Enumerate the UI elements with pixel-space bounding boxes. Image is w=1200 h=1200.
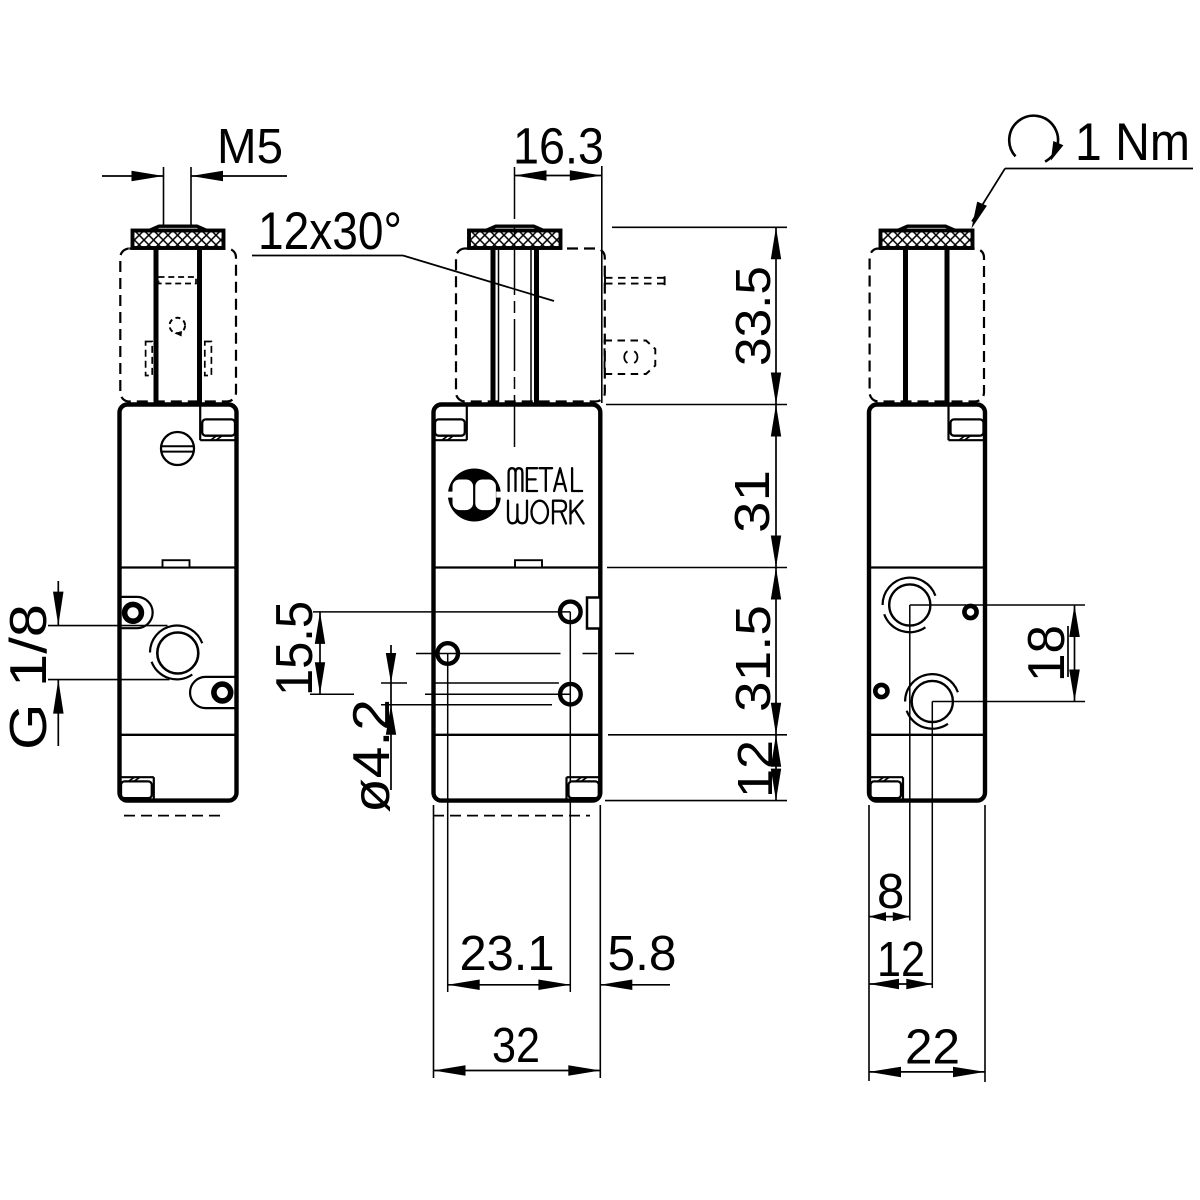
svg-text:31: 31: [726, 470, 780, 533]
svg-text:M5: M5: [217, 120, 283, 174]
svg-text:12x30°: 12x30°: [258, 202, 402, 261]
svg-text:23.1: 23.1: [460, 927, 555, 981]
svg-text:5.8: 5.8: [608, 927, 677, 981]
svg-text:33.5: 33.5: [727, 266, 781, 366]
svg-text:22: 22: [905, 1021, 960, 1075]
svg-text:8: 8: [877, 865, 904, 919]
svg-text:ø4.2: ø4.2: [343, 699, 401, 813]
svg-text:12: 12: [729, 740, 783, 798]
svg-text:15.5: 15.5: [266, 601, 324, 696]
svg-text:1 Nm: 1 Nm: [1075, 113, 1190, 172]
svg-text:G 1/8: G 1/8: [0, 604, 58, 750]
svg-text:32: 32: [492, 1019, 540, 1073]
svg-text:16.3: 16.3: [513, 118, 604, 175]
svg-text:18: 18: [1018, 625, 1076, 682]
svg-text:12: 12: [877, 933, 925, 987]
svg-text:31.5: 31.5: [727, 605, 781, 712]
